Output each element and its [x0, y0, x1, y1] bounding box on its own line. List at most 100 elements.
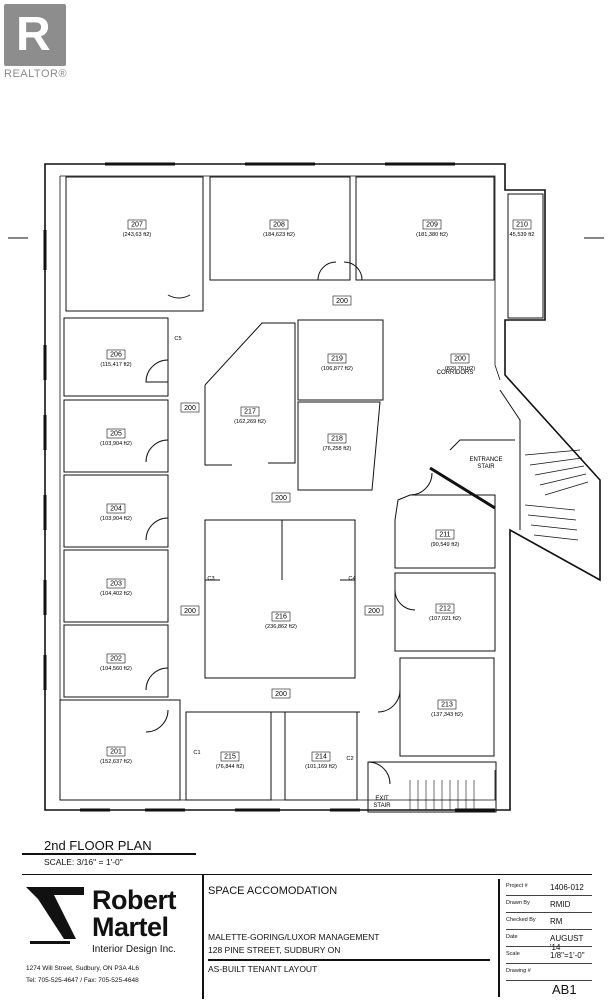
room-number-box	[127, 219, 147, 230]
room-217-wall	[204, 322, 296, 464]
room-number: 218	[331, 436, 343, 443]
door-swing	[317, 261, 337, 281]
room-number-box	[437, 699, 457, 710]
door-swing	[145, 709, 169, 733]
plan-scale: SCALE: 3/16" = 1'-0"	[44, 857, 123, 867]
room-208-wall	[209, 176, 351, 281]
room-area: (90,549 ft2)	[431, 542, 460, 548]
door-swing	[343, 261, 363, 281]
room-number-box	[435, 529, 455, 540]
door-swing	[377, 689, 401, 713]
room-area: (243,63 ft2)	[123, 232, 152, 238]
room-number: 209	[426, 222, 438, 229]
info-field-value: 1/8"=1'-0"	[550, 951, 585, 960]
info-field-value: AUGUST '14	[550, 934, 584, 952]
company-address: 1274 Will Street, Sudbury, ON P3A 4L6	[26, 965, 139, 972]
room-219-wall	[297, 319, 384, 401]
room-area: (103,904 ft2)	[100, 441, 132, 447]
corridor-number-box	[180, 402, 200, 413]
room-area: (101,169 ft2)	[305, 764, 337, 770]
entrance-stair-wall	[449, 389, 521, 530]
room-217-left	[204, 385, 232, 466]
room-204-wall	[63, 474, 169, 548]
room-number-box	[327, 433, 347, 444]
corridor-number-box	[271, 688, 291, 699]
closet-label: C5	[174, 336, 181, 342]
room-216-wall	[204, 519, 356, 679]
exit-stair-label-1: EXIT	[375, 796, 389, 802]
door-swing	[409, 472, 433, 496]
room-area: (152,637 ft2)	[100, 759, 132, 765]
room-number: 213	[441, 702, 453, 709]
corridor-number: 200	[368, 608, 380, 615]
room-216-split	[205, 520, 355, 581]
outer-wall	[44, 163, 601, 811]
room-number: 210	[516, 222, 528, 229]
room-number-box	[422, 219, 442, 230]
room-number-box	[240, 406, 260, 417]
realtor-logo-letter: R	[16, 8, 51, 61]
project-title: SPACE ACCOMODATION	[208, 885, 338, 897]
room-number-box	[106, 746, 126, 757]
info-field-label: Project #	[506, 883, 528, 889]
door-swing	[145, 517, 169, 541]
room-number-box	[220, 751, 240, 762]
corridor-number: 200	[336, 298, 348, 305]
corridor-number: 200	[184, 608, 196, 615]
room-number-box	[271, 611, 291, 622]
room-number: 200	[454, 356, 466, 363]
corridor-number: 200	[184, 405, 196, 412]
door-swing	[145, 359, 169, 383]
room-number-box	[106, 653, 126, 664]
company-subtitle: Interior Design Inc.	[92, 944, 176, 955]
room-area: (162,269 ft2)	[234, 419, 266, 425]
company-name-line2: Martel	[92, 912, 169, 942]
corridor-number-box	[271, 492, 291, 503]
room-area: (115,417 ft2)	[100, 362, 131, 368]
room-area: (107,021 ft2)	[429, 616, 461, 622]
room-209-wall	[355, 176, 495, 281]
room-number: 219	[331, 356, 343, 363]
info-field: Drawing #	[506, 966, 592, 981]
room-area: (829,761ft2)	[445, 366, 475, 372]
floor-plan-drawing: 207(243,63 ft2)208(184,623 ft2)209(181,3…	[8, 162, 604, 813]
room-213-wall	[399, 657, 495, 757]
room-number: 217	[244, 409, 256, 416]
room-area: (103,904 ft2)	[100, 516, 132, 522]
room-number-box	[106, 503, 126, 514]
room-area: (104,402 ft2)	[100, 591, 132, 597]
room-number: 206	[110, 352, 122, 359]
corridor-number-box	[364, 605, 384, 616]
room-area: (76,258 ft2)	[323, 446, 352, 452]
room-218-wall	[297, 401, 381, 491]
corridor-number: 200	[275, 691, 287, 698]
closet-label: C4	[348, 576, 355, 582]
room-number: 212	[439, 606, 451, 613]
realtor-logo-mark: R	[4, 4, 66, 66]
info-field-label: Drawing #	[506, 968, 531, 974]
door-swing	[394, 589, 416, 611]
room-number-box	[269, 219, 289, 230]
corridors-label: CORRIDORS	[437, 370, 474, 376]
room-number: 208	[273, 222, 285, 229]
room-number: 207	[131, 222, 143, 229]
door-swing	[145, 439, 169, 463]
company-logo: Robert Martel Interior Design Inc.	[24, 883, 199, 963]
window	[80, 162, 495, 812]
info-field-label: Drawn By	[506, 900, 530, 906]
client-address: 128 PINE STREET, SUDBURY ON	[208, 945, 341, 955]
company-contact: 1274 Will Street, Sudbury, ON P3A 4L6 Te…	[26, 963, 139, 987]
diagonal-wall	[429, 466, 496, 510]
plan-title: 2nd FLOOR PLAN	[44, 838, 152, 853]
room-number: 215	[224, 754, 236, 761]
room-number: 211	[439, 532, 450, 539]
room-210-wall	[507, 193, 544, 319]
room-205-wall	[63, 399, 169, 473]
divider	[202, 875, 204, 999]
info-field-value: RM	[550, 917, 563, 926]
room-area: (106,877 ft2)	[321, 366, 353, 372]
room-area: (137,343 ft2)	[431, 712, 463, 718]
room-207-wall	[65, 176, 204, 312]
